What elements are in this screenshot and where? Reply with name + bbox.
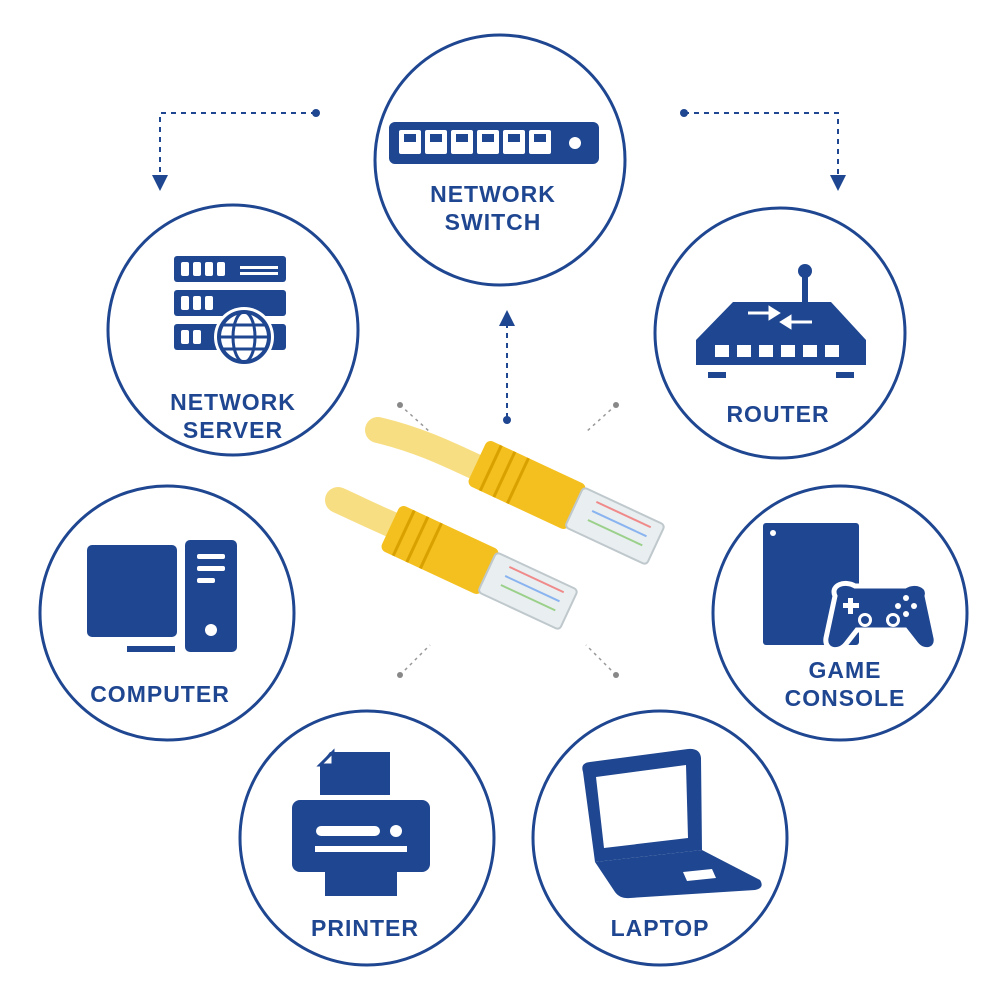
connectors: [152, 112, 846, 418]
device-label: ROUTER: [726, 401, 829, 427]
device-router: ROUTER: [653, 206, 907, 460]
ray-dot: [613, 402, 619, 408]
device-computer: COMPUTER: [38, 484, 296, 742]
printer-icon: [292, 748, 430, 896]
connector-dots: [312, 109, 688, 424]
ray-dot: [397, 672, 403, 678]
device-network-switch: NETWORK SWITCH: [373, 33, 627, 287]
connector-switch-to-server: [152, 112, 316, 191]
device-label-line1: NETWORK: [170, 389, 296, 415]
device-laptop: LAPTOP: [531, 709, 789, 967]
device-label: COMPUTER: [90, 681, 230, 707]
cable-ray: [585, 404, 617, 433]
connector-switch-to-router: [684, 112, 846, 191]
server-rack-globe-icon: [174, 256, 286, 367]
device-printer: PRINTER: [238, 709, 496, 967]
device-game-console: GAME CONSOLE: [711, 484, 969, 742]
device-label-line1: NETWORK: [430, 181, 556, 207]
ethernet-cable-image: [325, 417, 665, 630]
device-label-line2: SERVER: [183, 417, 283, 443]
cable-ray: [585, 644, 617, 676]
device-label-line2: SWITCH: [445, 209, 542, 235]
device-label: LAPTOP: [611, 915, 710, 941]
cable-ray: [399, 644, 431, 676]
game-console-icon: [763, 523, 939, 653]
ray-dot: [613, 672, 619, 678]
connector-dot: [503, 416, 511, 424]
ray-dot: [397, 402, 403, 408]
connector-dot: [312, 109, 320, 117]
router-icon: [696, 264, 866, 378]
desktop-computer-icon: [87, 540, 237, 652]
device-label-line1: GAME: [809, 657, 882, 683]
device-label-line2: CONSOLE: [785, 685, 906, 711]
network-switch-icon: [389, 122, 599, 164]
laptop-icon: [582, 748, 762, 899]
device-network-server: NETWORK SERVER: [106, 203, 360, 457]
device-label: PRINTER: [311, 915, 419, 941]
connector-dot: [680, 109, 688, 117]
cable-rays: [399, 404, 617, 676]
